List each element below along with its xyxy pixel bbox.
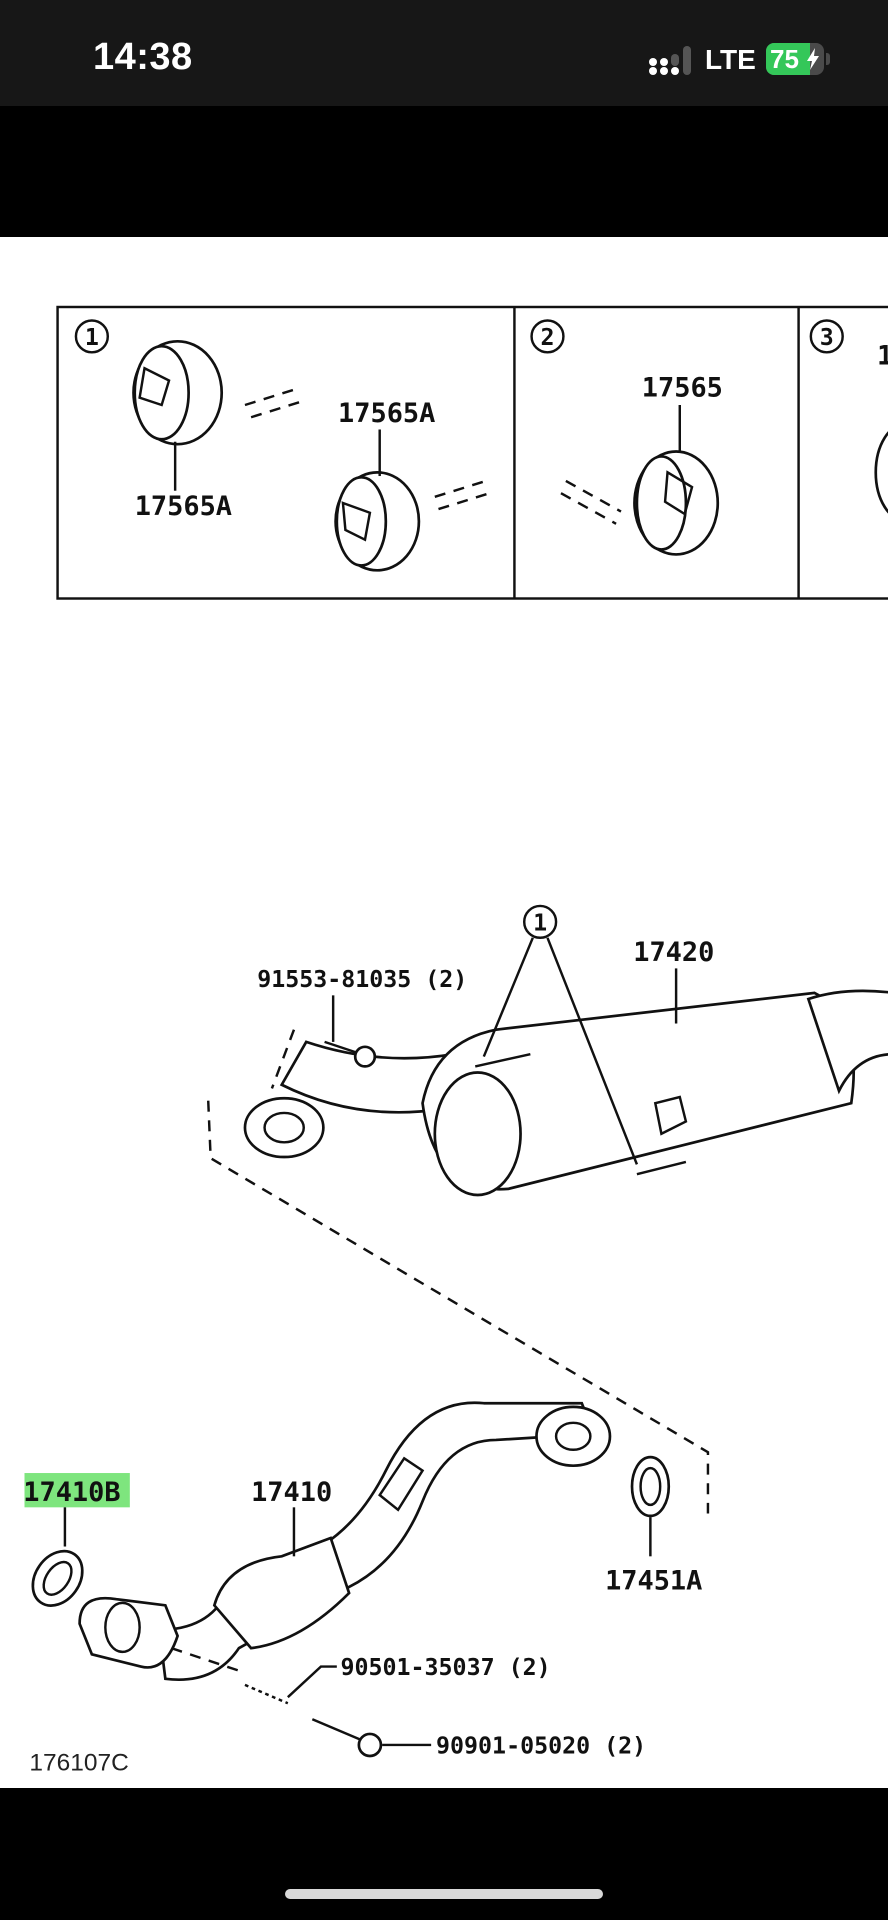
charging-bolt-icon: [807, 48, 819, 70]
part-label-17420: 17420: [633, 937, 714, 968]
detail-panel-frame: [56, 305, 888, 600]
clock: 14:38: [93, 36, 193, 78]
parts-diagram[interactable]: 1 2 3 1 17565A 17565A 17565: [0, 237, 888, 1788]
status-bar: 14:38 LTE 75: [0, 0, 888, 106]
rubber-hanger-drawing: [334, 471, 421, 572]
callout-circle-2: 2: [530, 319, 565, 354]
svg-text:3: 3: [820, 324, 834, 351]
rubber-hanger-drawing: [132, 339, 224, 446]
letterbox-band: [0, 106, 888, 237]
highlight-17410B: [24, 1473, 130, 1508]
part-label-90901-05020: 90901-05020 (2): [436, 1733, 646, 1760]
part-label-17451A: 17451A: [605, 1565, 702, 1596]
network-type: LTE: [705, 44, 756, 75]
part-label-17410: 17410: [251, 1477, 332, 1508]
svg-text:1: 1: [533, 909, 547, 936]
diagram-code: 176107C: [29, 1750, 128, 1777]
spring-drawing: [244, 1683, 289, 1705]
battery-nub: [826, 53, 830, 65]
part-label-17565A-1: 17565A: [135, 491, 232, 522]
rubber-hanger-drawing: [633, 450, 720, 556]
battery-icon: 75: [766, 43, 824, 75]
part-label-17565: 17565: [642, 372, 723, 403]
bolt-drawing: [324, 1040, 377, 1068]
muffler-assembly-drawing: [243, 989, 888, 1197]
part-label-cut-off: 1: [877, 341, 888, 372]
detail-panels: 1 2 3 1 17565A 17565A 17565: [56, 305, 888, 600]
callout-circle-1: 1: [74, 319, 110, 354]
gasket-17451A-drawing: [630, 1455, 671, 1518]
svg-text:1: 1: [85, 324, 99, 351]
front-pipe-drawing: [78, 1401, 612, 1681]
part-label-90501-35037: 90501-35037 (2): [341, 1654, 551, 1681]
home-indicator[interactable]: [285, 1889, 603, 1899]
part-label-17410B[interactable]: 17410B: [23, 1477, 120, 1508]
callout-circle-main-1: 1: [523, 904, 558, 940]
part-label-17565A-2: 17565A: [338, 398, 435, 429]
gasket-17410B-drawing: [31, 1549, 84, 1607]
svg-text:2: 2: [540, 324, 554, 351]
bolt-drawing: [311, 1718, 383, 1758]
callout-circle-3: 3: [809, 319, 844, 354]
part-label-91553-81035: 91553-81035 (2): [257, 966, 467, 993]
cellular-signal-icon: [649, 46, 691, 75]
battery-percent: 75: [770, 44, 799, 74]
